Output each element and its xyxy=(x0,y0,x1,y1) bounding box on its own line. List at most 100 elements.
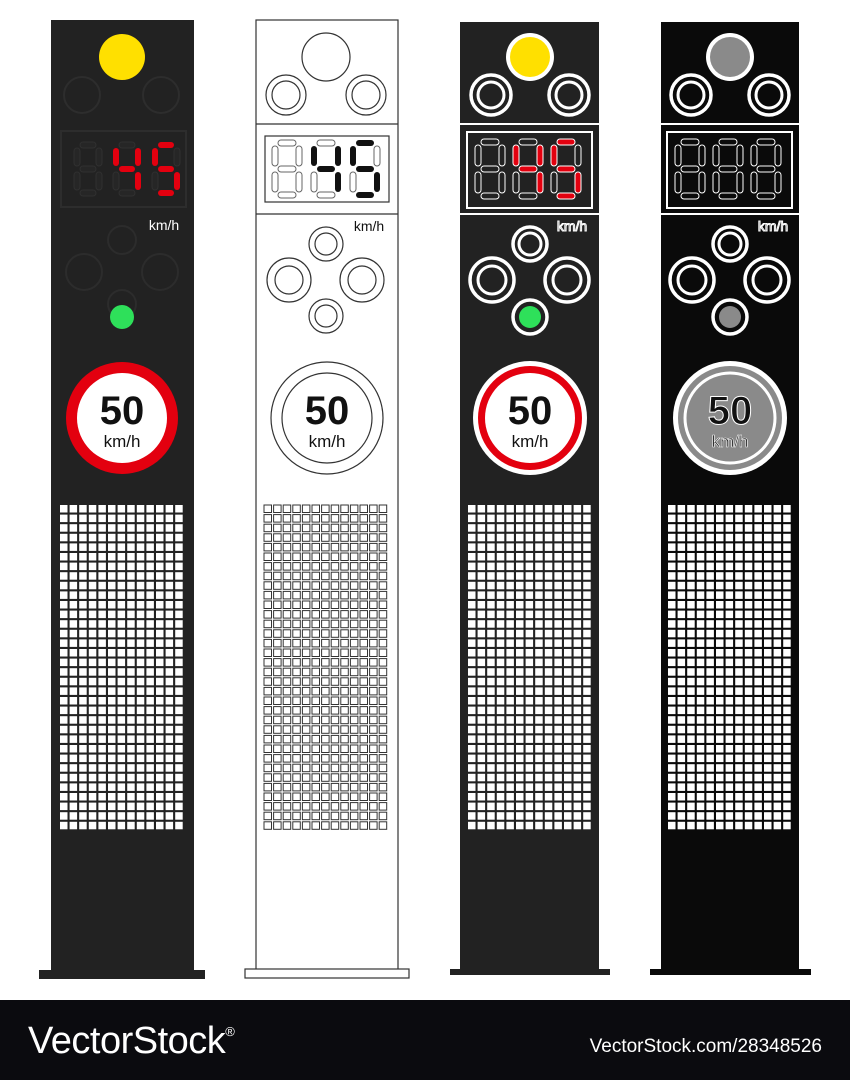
digit-segment xyxy=(335,146,341,166)
led-cell xyxy=(273,552,282,561)
led-cell xyxy=(544,572,553,580)
led-cell xyxy=(706,601,714,609)
led-cell xyxy=(525,591,534,599)
led-cell xyxy=(583,793,591,801)
led-cell xyxy=(321,562,330,571)
led-cell xyxy=(725,706,734,715)
led-cell xyxy=(98,572,106,580)
digit-segment xyxy=(135,148,141,166)
led-cell xyxy=(79,677,87,686)
led-cell xyxy=(340,792,349,801)
led-cell xyxy=(544,639,553,647)
led-cell xyxy=(506,764,514,772)
led-cell xyxy=(330,504,340,513)
led-cell xyxy=(378,581,388,590)
led-cell xyxy=(359,754,368,763)
led-cell xyxy=(127,524,135,532)
led-cell xyxy=(301,514,311,523)
led-cell xyxy=(175,514,183,523)
led-cell xyxy=(136,783,145,791)
led-cell xyxy=(573,773,582,782)
led-cell xyxy=(301,619,311,629)
led-cell xyxy=(175,562,183,571)
led-cell xyxy=(477,629,486,638)
led-cell xyxy=(544,812,553,820)
led-cell xyxy=(311,590,320,600)
led-cell xyxy=(468,745,476,753)
led-cell xyxy=(69,514,78,523)
led-cell xyxy=(506,773,514,782)
led-cell xyxy=(573,639,582,647)
led-cell xyxy=(263,782,272,792)
led-cell xyxy=(506,754,514,763)
led-cell xyxy=(525,524,534,532)
led-cell xyxy=(321,648,330,657)
led-cell xyxy=(725,553,734,561)
led-cell xyxy=(88,524,97,532)
led-cell xyxy=(175,697,183,705)
digit-segment xyxy=(158,166,174,172)
led-cell xyxy=(340,629,349,638)
led-cell xyxy=(696,802,705,811)
led-cell xyxy=(706,629,714,638)
led-cell xyxy=(146,572,154,580)
led-cell xyxy=(496,591,505,599)
led-cell xyxy=(273,811,282,821)
led-cell xyxy=(311,763,320,773)
led-cell xyxy=(321,610,330,619)
led-cell xyxy=(301,782,311,792)
led-cell xyxy=(716,687,724,695)
speed-limit-unit: km/h xyxy=(309,432,346,451)
digit-segment xyxy=(756,192,776,200)
led-cell xyxy=(573,620,582,628)
digit-segment xyxy=(277,139,297,147)
led-cell xyxy=(677,697,686,705)
led-cell xyxy=(369,725,378,734)
led-cell xyxy=(340,514,349,523)
led-cell xyxy=(369,792,378,801)
led-cell xyxy=(468,697,476,705)
led-cell xyxy=(487,610,495,619)
led-cell xyxy=(773,687,782,695)
led-cell xyxy=(487,620,495,628)
led-cell xyxy=(311,734,320,744)
led-cell xyxy=(282,667,292,677)
led-cell xyxy=(273,619,282,629)
led-cell xyxy=(696,773,705,782)
led-cell xyxy=(783,610,791,619)
led-cell xyxy=(696,745,705,753)
led-cell xyxy=(349,715,359,725)
led-cell xyxy=(369,686,378,696)
led-cell xyxy=(564,562,572,571)
led-cell xyxy=(301,696,311,705)
led-cell xyxy=(330,562,340,571)
led-cell xyxy=(468,629,476,638)
led-cell xyxy=(88,562,97,571)
led-cell xyxy=(311,610,320,619)
led-cell xyxy=(98,773,106,782)
led-cell xyxy=(725,745,734,753)
led-cell xyxy=(764,677,772,686)
led-cell xyxy=(477,533,486,542)
led-cell xyxy=(583,629,591,638)
seven-segment-digit xyxy=(151,142,181,196)
led-cell xyxy=(273,706,282,715)
led-cell xyxy=(535,706,543,715)
led-cell xyxy=(60,793,68,801)
led-cell xyxy=(108,745,116,753)
led-cell xyxy=(525,601,534,609)
led-cell xyxy=(487,533,495,542)
led-cell xyxy=(564,572,572,580)
led-cell xyxy=(716,533,724,542)
led-cell xyxy=(69,764,78,772)
led-cell xyxy=(127,629,135,638)
lamp-ring xyxy=(517,231,543,257)
brand-logo: VectorStock® xyxy=(28,1020,235,1063)
led-cell xyxy=(668,572,676,580)
lamp-ring xyxy=(476,264,508,296)
digit-segment xyxy=(174,172,180,190)
lamp-ring xyxy=(711,298,749,336)
led-cell xyxy=(506,514,514,523)
led-cell xyxy=(754,543,762,551)
digit-segment xyxy=(574,171,582,194)
